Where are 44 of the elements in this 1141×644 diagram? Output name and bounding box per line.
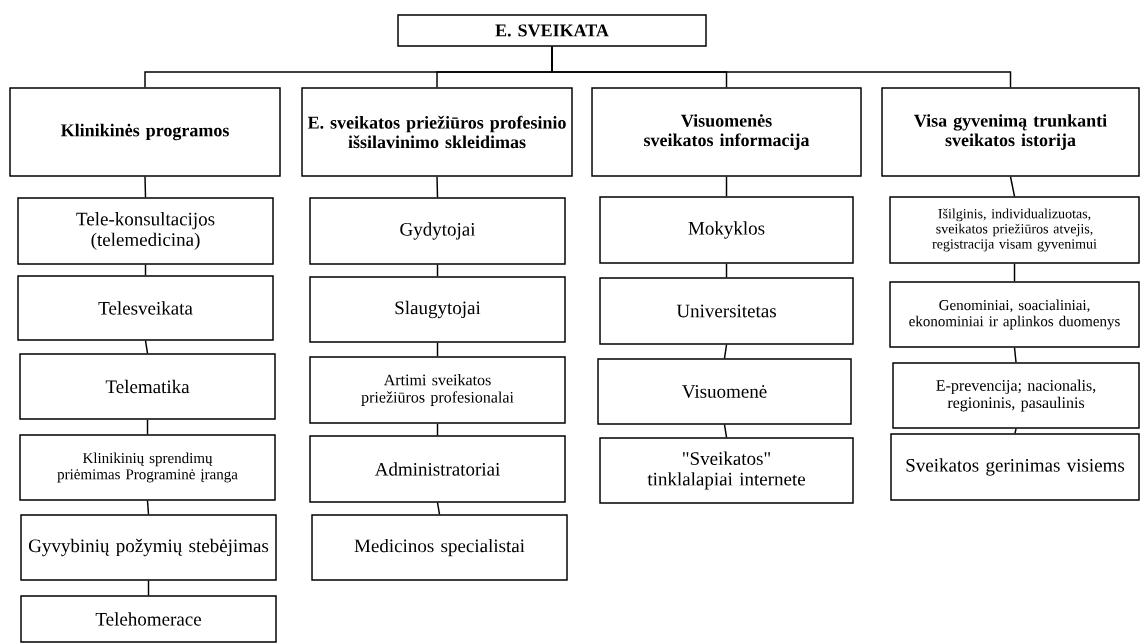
connector-line <box>144 176 147 198</box>
title-box: E. SVEIKATA <box>397 14 707 47</box>
connector-line <box>436 502 441 515</box>
connector-line <box>436 176 439 198</box>
item-box: Gyvybinių požymių stebėjimas <box>20 514 277 581</box>
item-box: Išilginis, individualizuotas, sveikatos priežiūros atvejis, registracija visam gyvenimui <box>889 196 1140 264</box>
connector-line <box>723 424 728 438</box>
item-box: Slaugytojai <box>309 276 566 343</box>
item-box: E-prevencija; nacionalis, regioninis, pasaulinis <box>892 362 1140 429</box>
category-box: Visuomenės sveikatos informacija <box>591 87 862 177</box>
item-box: Mokyklos <box>599 196 854 264</box>
connector-line <box>147 580 150 596</box>
item-box: Administratoriai <box>309 435 566 503</box>
item-box: Tele-konsultacijos (telemedicina) <box>17 197 274 265</box>
connector-line <box>144 264 147 276</box>
item-box: "Sveikatos" tinklalapiai internete <box>599 437 854 504</box>
connector-line <box>144 340 149 354</box>
item-box: Visuomenė <box>597 358 852 425</box>
connector-line <box>1013 347 1017 363</box>
connector-line <box>723 344 728 359</box>
connector-line <box>146 500 150 515</box>
item-box: Artimi sveikatos priežiūros profesionalai <box>309 356 566 424</box>
connector-line <box>436 264 439 277</box>
connector-line <box>725 176 728 197</box>
item-box: Klinikinių sprendimų priėmimas Programinė įranga <box>19 434 276 501</box>
item-box: Telematika <box>19 353 276 420</box>
category-box: Visa gyvenimą trunkanti sveikatos istorija <box>881 87 1140 177</box>
item-box: Medicinos specialistai <box>311 514 568 581</box>
category-box: E. sveikatos priežiūros profesinio išsilavinimo skleidimas <box>301 87 573 177</box>
connector-line <box>1013 263 1016 282</box>
item-box: Genominiai, soacialiniai, ekonominiai ir aplinkos duomenys <box>889 281 1140 348</box>
connector-line <box>436 342 439 357</box>
item-box: Telehomerace <box>20 595 277 643</box>
category-box: Klinikinės programos <box>9 87 281 177</box>
connector-line <box>436 423 439 436</box>
connector-line <box>1014 428 1017 434</box>
item-box: Universitetas <box>599 277 854 345</box>
item-box: Sveikatos gerinimas visiems <box>890 433 1140 501</box>
connector-line <box>551 46 1012 88</box>
connector-line <box>1009 176 1016 197</box>
connector-line <box>725 263 728 278</box>
connector-line <box>146 419 149 435</box>
item-box: Gydytojai <box>309 197 566 265</box>
item-box: Telesveikata <box>17 275 274 341</box>
